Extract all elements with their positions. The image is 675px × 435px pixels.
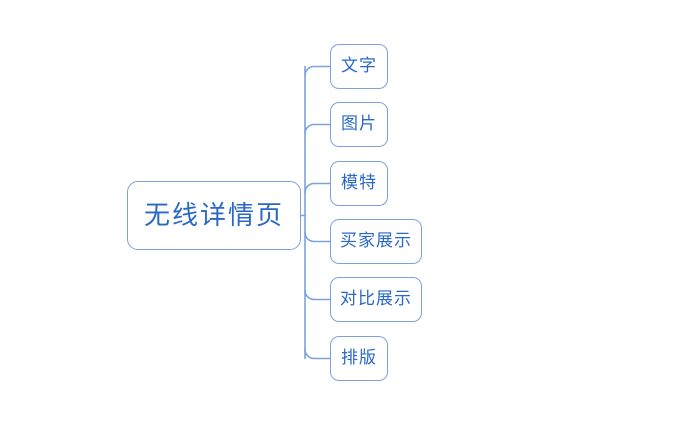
mindmap-node-mote[interactable]: 模特 bbox=[330, 161, 388, 206]
mindmap-node-paiban[interactable]: 排版 bbox=[330, 336, 388, 381]
mindmap-node-label: 图片 bbox=[341, 114, 377, 134]
mindmap-node-label: 模特 bbox=[341, 173, 377, 193]
mindmap-node-label: 文字 bbox=[341, 56, 377, 76]
mindmap-root-label: 无线详情页 bbox=[143, 200, 284, 231]
mindmap-node-tupian[interactable]: 图片 bbox=[330, 102, 388, 147]
mindmap-node-label: 买家展示 bbox=[340, 231, 412, 251]
mindmap-node-wenzi[interactable]: 文字 bbox=[330, 44, 388, 89]
mindmap-node-label: 排版 bbox=[341, 348, 377, 368]
mindmap-root-node[interactable]: 无线详情页 bbox=[127, 181, 301, 250]
mindmap-node-maijiazhanshi[interactable]: 买家展示 bbox=[330, 219, 422, 264]
mindmap-node-duibizhanshi[interactable]: 对比展示 bbox=[330, 277, 422, 322]
mindmap-node-label: 对比展示 bbox=[340, 289, 412, 309]
